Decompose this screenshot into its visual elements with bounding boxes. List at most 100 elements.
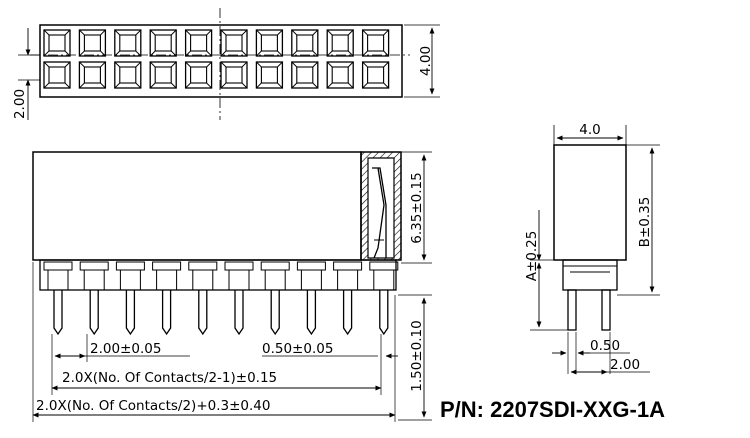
pin-standoff xyxy=(264,269,286,290)
base-pocket xyxy=(79,261,109,271)
contact-cell-bevel xyxy=(64,61,71,68)
base-pocket xyxy=(296,261,326,271)
contact-cell-bevel xyxy=(114,29,121,36)
front-base xyxy=(39,259,397,291)
top-contacts xyxy=(43,29,390,89)
contact-cell-bevel xyxy=(170,50,177,57)
front-pin xyxy=(342,290,353,336)
contact-cell xyxy=(184,61,213,89)
contact-cell-bevel xyxy=(383,82,389,89)
contact-cell-bevel xyxy=(43,61,50,68)
contact-cell-bevel xyxy=(64,82,71,89)
contact-cell-bevel xyxy=(100,29,106,36)
contact-cell xyxy=(114,61,142,89)
contact-cell-inner xyxy=(48,34,66,52)
dim-a-label: A±0.25 xyxy=(524,231,540,282)
contact-cell-bevel xyxy=(362,29,368,36)
contact-cell-bevel xyxy=(100,50,106,57)
front-pin xyxy=(89,290,99,336)
contact-cell-bevel xyxy=(362,50,368,57)
pin-width-label: 0.50±0.05 xyxy=(262,341,333,357)
side-pin-left xyxy=(567,289,577,331)
front-pin xyxy=(198,290,208,336)
contact-cell-bevel xyxy=(241,61,248,68)
contact-cell-bevel xyxy=(312,50,319,57)
contact-cell-bevel xyxy=(277,61,283,68)
contact-cell-bevel xyxy=(312,29,319,36)
contact-cell-bevel xyxy=(185,50,191,57)
contact-cell-bevel xyxy=(170,82,177,89)
contact-cell-bevel xyxy=(206,29,212,36)
contact-cell-bevel xyxy=(383,29,389,36)
contact-cell-inner xyxy=(119,34,137,52)
contact-cell xyxy=(326,61,354,89)
contact-cell-bevel xyxy=(206,50,212,57)
base-pocket xyxy=(43,261,73,271)
contact-cell-bevel xyxy=(170,29,177,36)
contact-cell-bevel xyxy=(326,61,333,68)
contact-cell-bevel xyxy=(149,29,156,36)
contact-cell-bevel xyxy=(291,50,298,57)
contact-cell-inner xyxy=(296,34,314,52)
contact-cell-inner xyxy=(154,34,172,52)
contact-cell-bevel xyxy=(277,82,283,89)
contact-cell-bevel xyxy=(43,29,50,36)
contact-cell-inner xyxy=(83,34,101,52)
contact-cell-bevel xyxy=(383,50,389,57)
contact-cell-bevel xyxy=(347,29,354,36)
contact-cell-bevel xyxy=(114,82,121,89)
contact-cell xyxy=(114,29,142,57)
contact-cell xyxy=(78,29,107,57)
contact-cell-bevel xyxy=(64,29,71,36)
contact-cell-bevel xyxy=(149,82,156,89)
contact-cell-inner xyxy=(367,34,385,52)
part-number: P/N: 2207SDI-XXG-1A xyxy=(440,397,665,422)
contact-cell-inner xyxy=(190,66,208,84)
contact-cell xyxy=(149,61,177,89)
contact-cell-bevel xyxy=(220,61,227,68)
contact-cell xyxy=(43,29,71,57)
contact-cell-bevel xyxy=(256,61,262,68)
contact-cell-bevel xyxy=(383,61,389,68)
contact-cell-bevel xyxy=(64,50,71,57)
contact-cell-bevel xyxy=(312,61,319,68)
contact-cell-bevel xyxy=(220,82,227,89)
contact-cell-bevel xyxy=(43,82,50,89)
contact-cell-bevel xyxy=(256,82,262,89)
contact-cell-bevel xyxy=(362,82,368,89)
contact-cell-bevel xyxy=(149,61,156,68)
contact-cell-bevel xyxy=(185,29,191,36)
contact-cell-bevel xyxy=(362,61,368,68)
contact-cell-bevel xyxy=(135,61,142,68)
contact-cell-bevel xyxy=(114,50,121,57)
span-formula-2: 2.0X(No. Of Contacts/2)+0.3±0.40 xyxy=(36,398,270,414)
contact-cell-bevel xyxy=(241,50,248,57)
contact-cell-bevel xyxy=(326,29,333,36)
contact-cell-bevel xyxy=(79,50,85,57)
pin-length-label: 1.50±0.10 xyxy=(409,320,425,391)
pin-standoff xyxy=(228,269,250,290)
pin-standoff xyxy=(300,269,322,290)
pin-standoff xyxy=(373,269,395,290)
contact-cell xyxy=(326,29,354,57)
contact-cell-inner xyxy=(225,66,243,84)
contact-cell-inner xyxy=(83,66,101,84)
contact-cell-bevel xyxy=(135,29,142,36)
contact-cell-bevel xyxy=(206,61,212,68)
contact-cell-bevel xyxy=(347,61,354,68)
base-pocket xyxy=(152,261,182,271)
contact-cell-bevel xyxy=(326,82,333,89)
contact-cell xyxy=(291,61,319,89)
contact-cell-bevel xyxy=(291,61,298,68)
contact-cell-inner xyxy=(190,34,208,52)
contact-cell-inner xyxy=(154,66,172,84)
top-view: 4.00 2.00 xyxy=(12,8,440,120)
front-pin xyxy=(234,290,244,336)
contact-cell-bevel xyxy=(347,50,354,57)
pin-standoff xyxy=(83,269,105,290)
base-pocket xyxy=(115,261,145,271)
contact-cell-inner xyxy=(225,34,243,52)
front-pins xyxy=(43,261,399,395)
